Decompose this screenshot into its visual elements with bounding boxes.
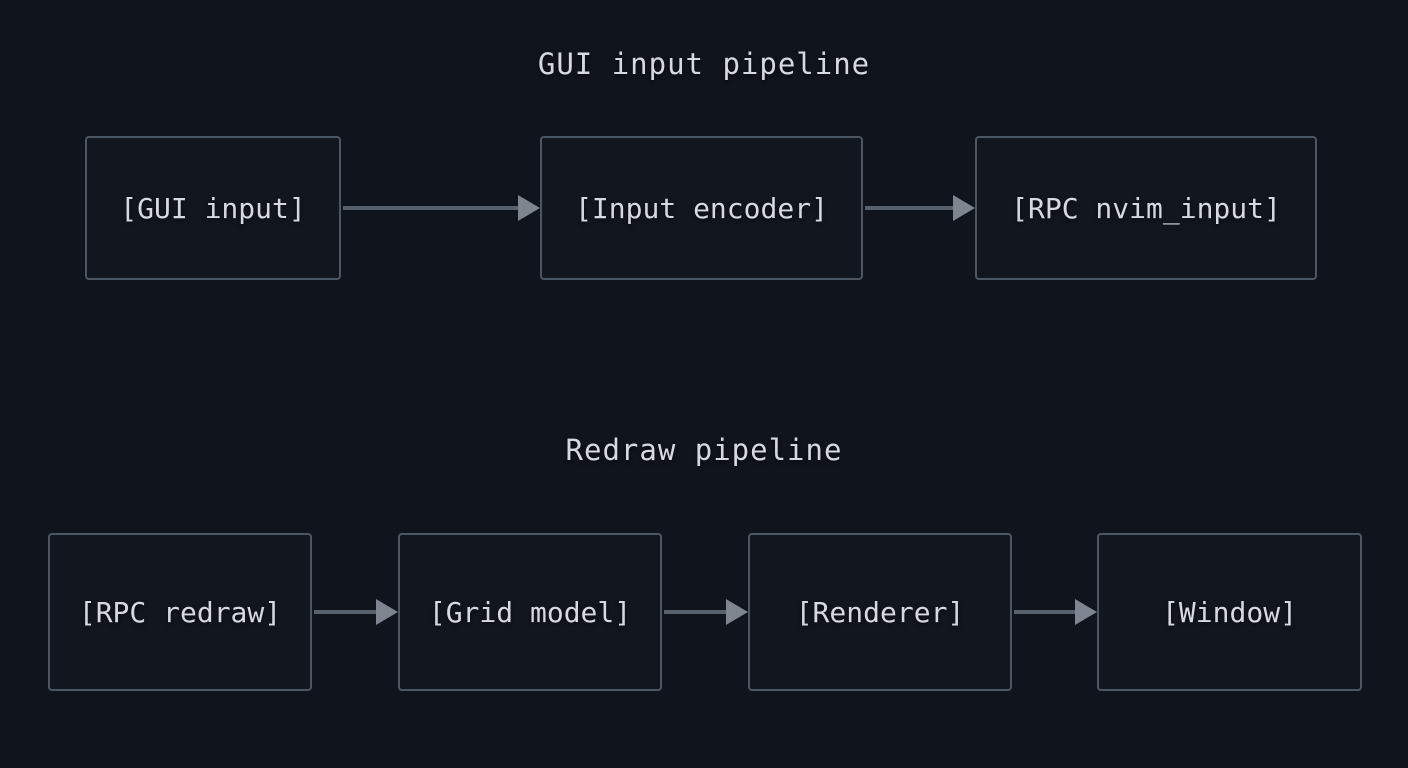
arrow-shaft [865, 206, 957, 210]
node-window: [Window] [1097, 533, 1362, 691]
arrow-head-icon [518, 195, 540, 221]
arrow-head-icon [1075, 599, 1097, 625]
arrow-head-icon [376, 599, 398, 625]
arrow-shaft [1014, 610, 1079, 614]
arrow-right-icon [314, 598, 398, 626]
arrow-right-icon [1014, 598, 1097, 626]
arrow-shaft [664, 610, 730, 614]
gui-input-pipeline-title: GUI input pipeline [537, 47, 871, 81]
redraw-pipeline-title: Redraw pipeline [565, 433, 843, 467]
node-rpc-redraw: [RPC redraw] [48, 533, 312, 691]
node-input-encoder: [Input encoder] [540, 136, 863, 280]
arrow-right-icon [865, 194, 975, 222]
arrow-right-icon [664, 598, 748, 626]
arrow-head-icon [953, 195, 975, 221]
node-grid-model: [Grid model] [398, 533, 662, 691]
arrow-shaft [314, 610, 380, 614]
arrow-shaft [343, 206, 522, 210]
arrow-right-icon [343, 194, 540, 222]
node-rpc-nvim-input: [RPC nvim_input] [975, 136, 1317, 280]
node-gui-input: [GUI input] [85, 136, 341, 280]
arrow-head-icon [726, 599, 748, 625]
node-renderer: [Renderer] [748, 533, 1012, 691]
